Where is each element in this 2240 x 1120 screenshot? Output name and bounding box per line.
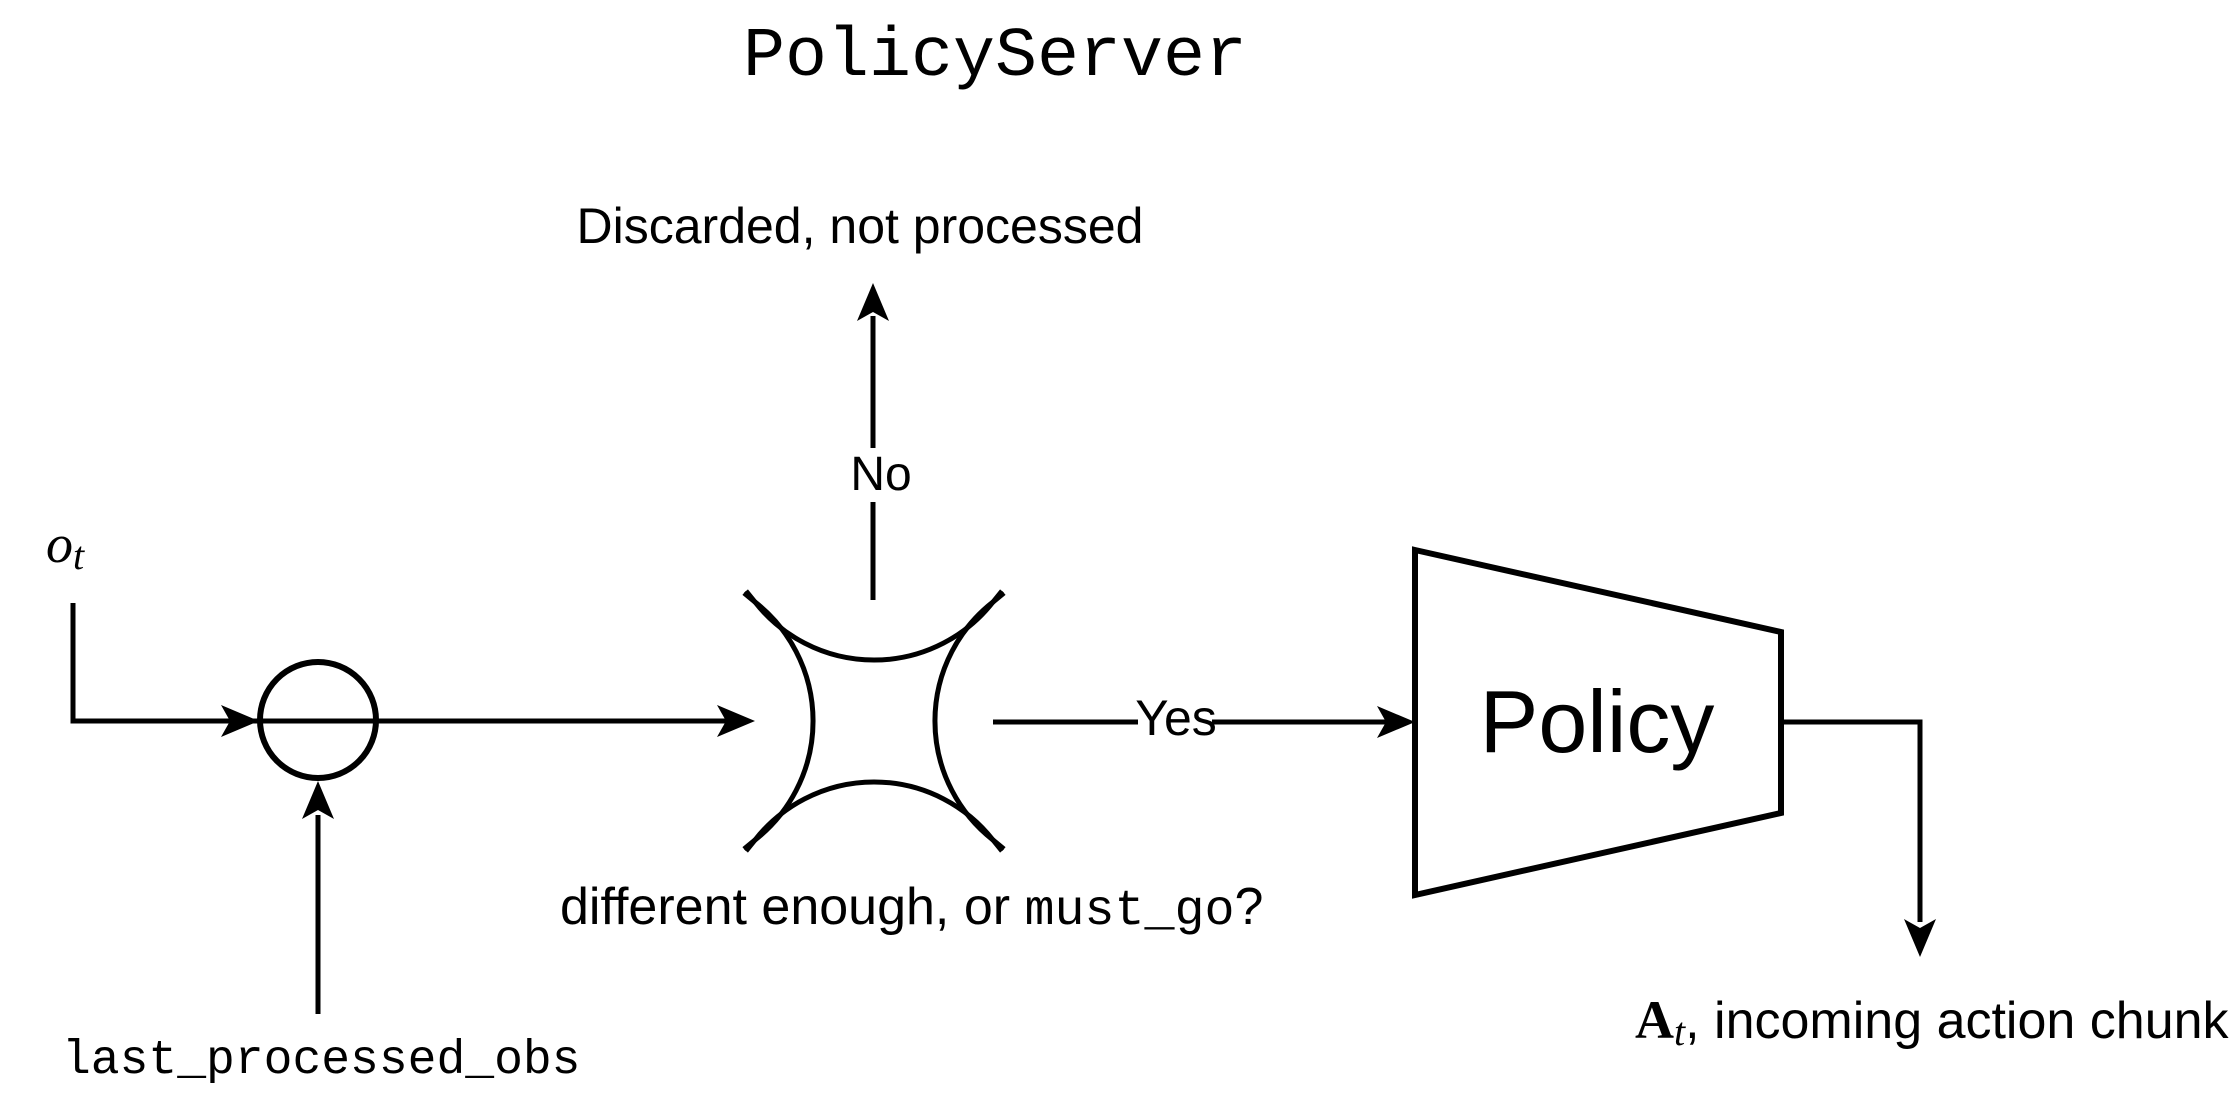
condition-prefix: different enough, or <box>560 878 1025 936</box>
arrowhead-into-circle-icon <box>221 705 259 737</box>
star-top-arc <box>744 589 1004 663</box>
observation-input-line <box>70 603 729 724</box>
policy-label: Policy <box>1479 672 1715 771</box>
action-chunk-label: At, incoming action chunk <box>1635 993 2229 1052</box>
action-output-line <box>1781 719 1923 922</box>
arrowhead-into-policy-icon <box>1377 706 1415 738</box>
policy-trapezoid-node <box>1412 546 1784 899</box>
no-label: No <box>850 448 912 501</box>
arrowhead-into-star-icon <box>717 705 755 737</box>
arrowhead-up-discard-icon <box>857 283 889 321</box>
condition-suffix: ? <box>1234 878 1264 936</box>
last-processed-obs-label: last_processed_obs <box>62 1034 581 1088</box>
action-symbol: A <box>1635 990 1674 1050</box>
yes-label: Yes <box>1135 690 1217 746</box>
star-bottom-arc <box>744 779 1004 853</box>
action-suffix: , incoming action chunk <box>1685 992 2229 1050</box>
observation-label: ot <box>46 517 84 576</box>
discarded-label: Discarded, not processed <box>576 198 1144 254</box>
condition-label: different enough, or must_go? <box>560 881 1263 937</box>
observation-symbol: o <box>46 514 73 574</box>
arrowhead-down-action-icon <box>1904 919 1936 957</box>
decision-star-node <box>742 589 1006 853</box>
page-title: PolicyServer <box>742 18 1248 97</box>
condition-code: must_go <box>1024 883 1235 940</box>
observation-subscript: t <box>73 533 85 578</box>
action-subscript: t <box>1674 1009 1686 1054</box>
arrowhead-up-into-circle-icon <box>302 781 334 819</box>
